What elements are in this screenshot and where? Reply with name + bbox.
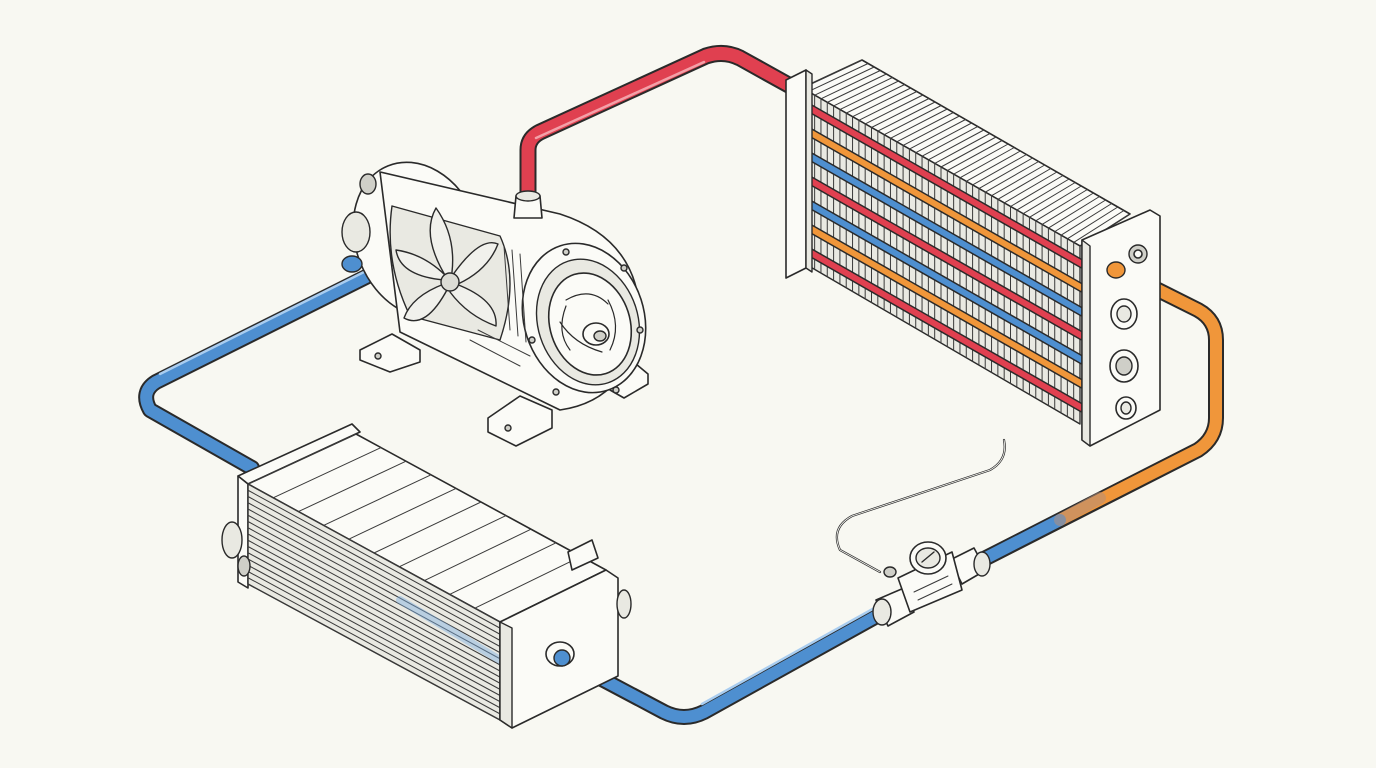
liquid-line-pipe: [974, 262, 1224, 568]
low-pressure-pipe: [558, 604, 892, 725]
valve-icon: [835, 438, 1006, 627]
compressor-icon: [341, 161, 649, 447]
discharge-pipe: [519, 44, 803, 205]
evaporator-icon: [221, 423, 632, 729]
condenser-icon: [785, 59, 1161, 447]
suction-pipe: [138, 268, 376, 476]
